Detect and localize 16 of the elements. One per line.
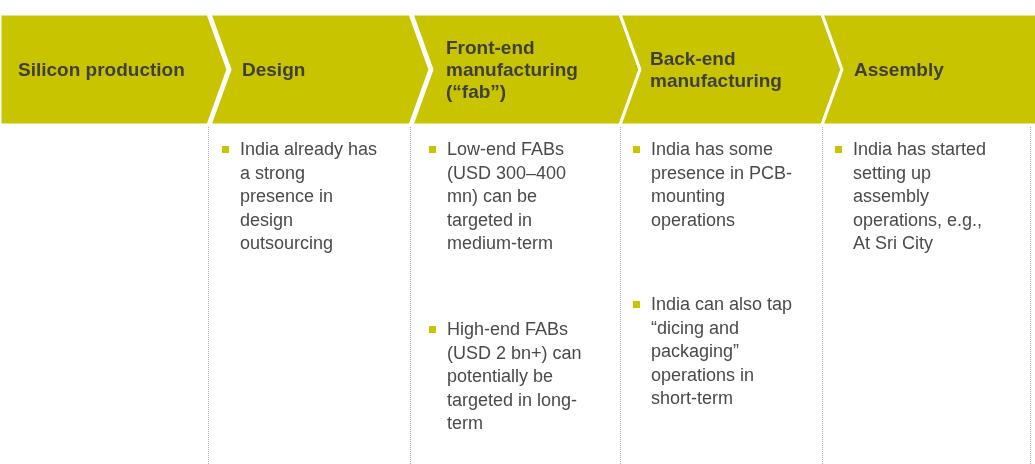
bullet-text: High-end FABs (USD 2 bn+) can potentially be targeted in long-term: [447, 318, 583, 435]
chevron-step: [0, 14, 228, 125]
step-heading: Front-end manufacturing (“fab”): [446, 36, 579, 103]
bullet-text: India already has a strong presence in design outsourcing: [240, 138, 379, 255]
bullet-text: India can also tap “dicing and packaging” operations in short-term: [651, 293, 794, 410]
bullet-text: India has started setting up assembly operations, e.g., At Sri City: [853, 138, 988, 255]
chevron-step: [210, 14, 430, 125]
chevron-step: [822, 14, 1035, 125]
bullet-text: Low-end FABs (USD 300–400 mn) can be targeted in medium-term: [447, 138, 568, 255]
bullet-text: India has some presence in PCB-mounting operations: [651, 138, 794, 232]
chevron-step: [412, 14, 640, 125]
step-heading: Design: [242, 58, 307, 81]
step-heading: Assembly: [854, 58, 945, 81]
step-heading: Back-end manufacturing: [650, 47, 783, 92]
step-heading: Silicon production: [18, 58, 186, 81]
chevron-step: [620, 14, 842, 125]
